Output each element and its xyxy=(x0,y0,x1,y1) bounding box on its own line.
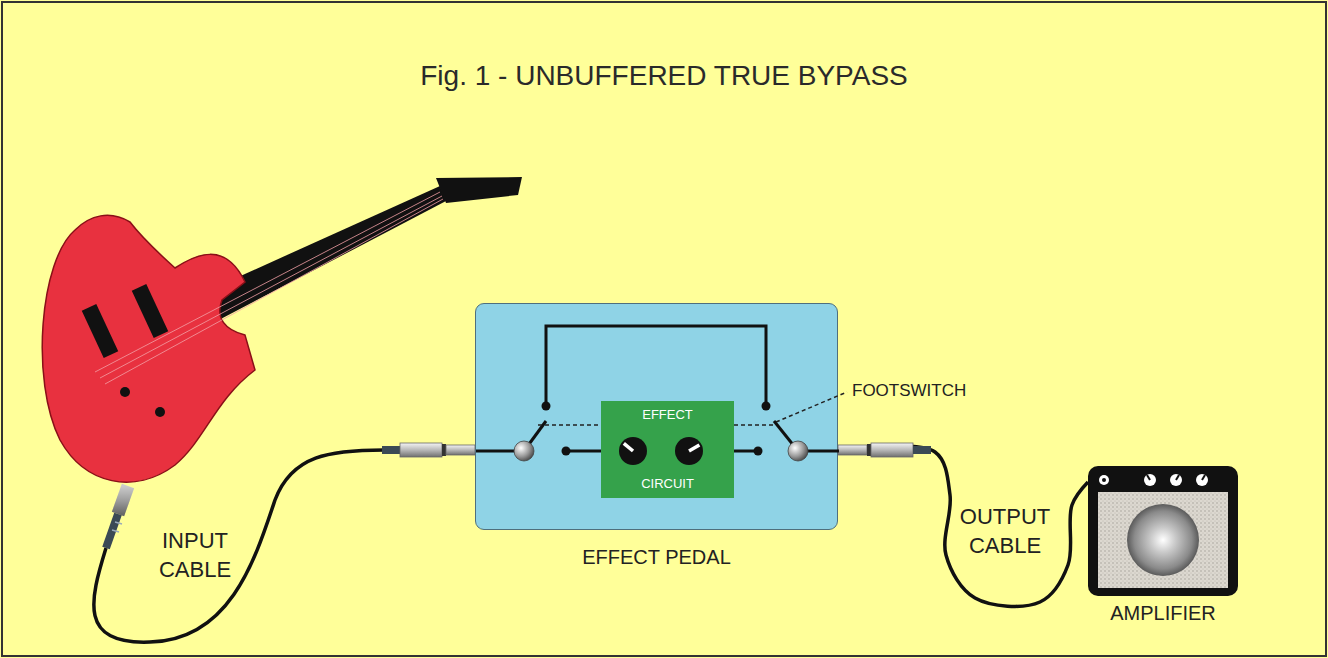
amp-jack xyxy=(1099,475,1109,485)
circuit-heading: EFFECT xyxy=(601,407,734,423)
figure-title: Fig. 1 - UNBUFFERED TRUE BYPASS xyxy=(0,60,1328,92)
jack-ball xyxy=(788,441,808,461)
text-holder: EFFECT xyxy=(601,407,734,423)
knob-pointer xyxy=(689,445,699,451)
circuit-heading: CIRCUIT xyxy=(601,476,734,492)
knob-pointer xyxy=(624,443,633,451)
leader-line xyxy=(776,392,847,422)
switch-contact xyxy=(542,402,551,411)
switch-contact xyxy=(762,402,771,411)
amp-jack-hole xyxy=(1102,478,1106,482)
footswitch-label: FOOTSWITCH xyxy=(852,380,1012,402)
amp-knob xyxy=(1144,474,1156,486)
input-plug xyxy=(382,443,475,457)
cable xyxy=(838,446,1088,607)
amp-cabinet xyxy=(1088,466,1238,596)
amp-knob-mark xyxy=(1202,475,1205,480)
amp-knob-mark xyxy=(1176,475,1179,480)
cable-label: OUTPUT CABLE xyxy=(950,503,1060,560)
pedal-label: EFFECT PEDAL xyxy=(396,545,917,569)
output-plug xyxy=(838,443,931,457)
wire xyxy=(566,450,601,453)
amp-speaker xyxy=(1127,504,1199,576)
amplifier-label: AMPLIFIER xyxy=(1008,601,1318,625)
jack-ball xyxy=(514,441,534,461)
text-holder: AMPLIFIER xyxy=(1008,601,1318,625)
cable-label: INPUT CABLE xyxy=(135,527,255,584)
switch-contact xyxy=(754,447,763,456)
amplifier-drawing xyxy=(1088,466,1238,596)
knob xyxy=(675,437,703,465)
effect-pedal: EFFECT PEDALEFFECTCIRCUIT xyxy=(475,303,838,530)
text-holder: EFFECT PEDAL xyxy=(396,545,917,569)
amp-knob-mark xyxy=(1147,475,1150,480)
switch-contact xyxy=(562,447,571,456)
amp-grille xyxy=(1098,492,1228,588)
guitar xyxy=(42,177,522,548)
amp-knob xyxy=(1170,474,1182,486)
effect-circuit: EFFECT CIRCUIT xyxy=(601,401,734,498)
knob xyxy=(619,437,647,465)
amp-knob xyxy=(1196,474,1208,486)
amplifier: AMPLIFIER xyxy=(1088,466,1238,596)
wire xyxy=(546,326,766,406)
text-holder: CIRCUIT xyxy=(601,476,734,492)
